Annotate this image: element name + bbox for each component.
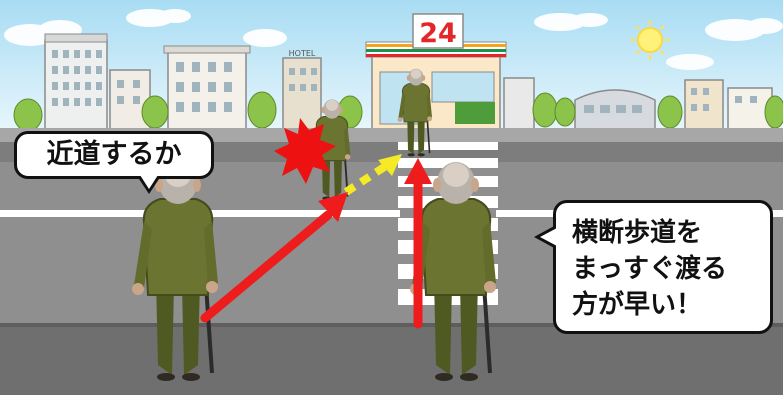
sun-icon <box>630 20 670 60</box>
bubble-line-2: まっすぐ渡る <box>572 254 727 284</box>
convenience-store: 24 <box>365 13 507 131</box>
hotel-sign: HOTEL <box>289 49 316 58</box>
elderly-walker-crosswalk-far <box>397 68 432 157</box>
bubble-line-1: 横断歩道を <box>572 218 703 248</box>
speech-bubble-shortcut-text: 近道するか <box>46 139 182 170</box>
building-right-dome <box>574 89 656 131</box>
near-sidewalk <box>0 325 783 395</box>
crosswalk-red-arrow <box>404 158 432 329</box>
building-left-tall <box>44 33 108 131</box>
building-right-tall <box>684 79 773 131</box>
hotel-building: HOTEL <box>282 49 322 131</box>
bubble-line-3: 方が早い！ <box>572 290 703 320</box>
shortcut-dotted-arrow <box>343 154 402 196</box>
clouds <box>4 9 783 70</box>
store-sign-number: 24 <box>419 18 457 49</box>
building-left-mid <box>163 45 251 131</box>
building-right-low <box>503 77 535 131</box>
trees-right <box>532 92 783 129</box>
elderly-walker-front-right <box>410 162 496 381</box>
elderly-walker-diagonal-far <box>310 99 351 201</box>
speech-bubble-shortcut: 近道するか <box>14 131 214 194</box>
speech-bubble-crosswalk: 横断歩道を まっすぐ渡る 方が早い！ <box>534 200 773 334</box>
collision-burst-icon <box>274 118 336 184</box>
shortcut-red-arrow <box>200 192 348 323</box>
